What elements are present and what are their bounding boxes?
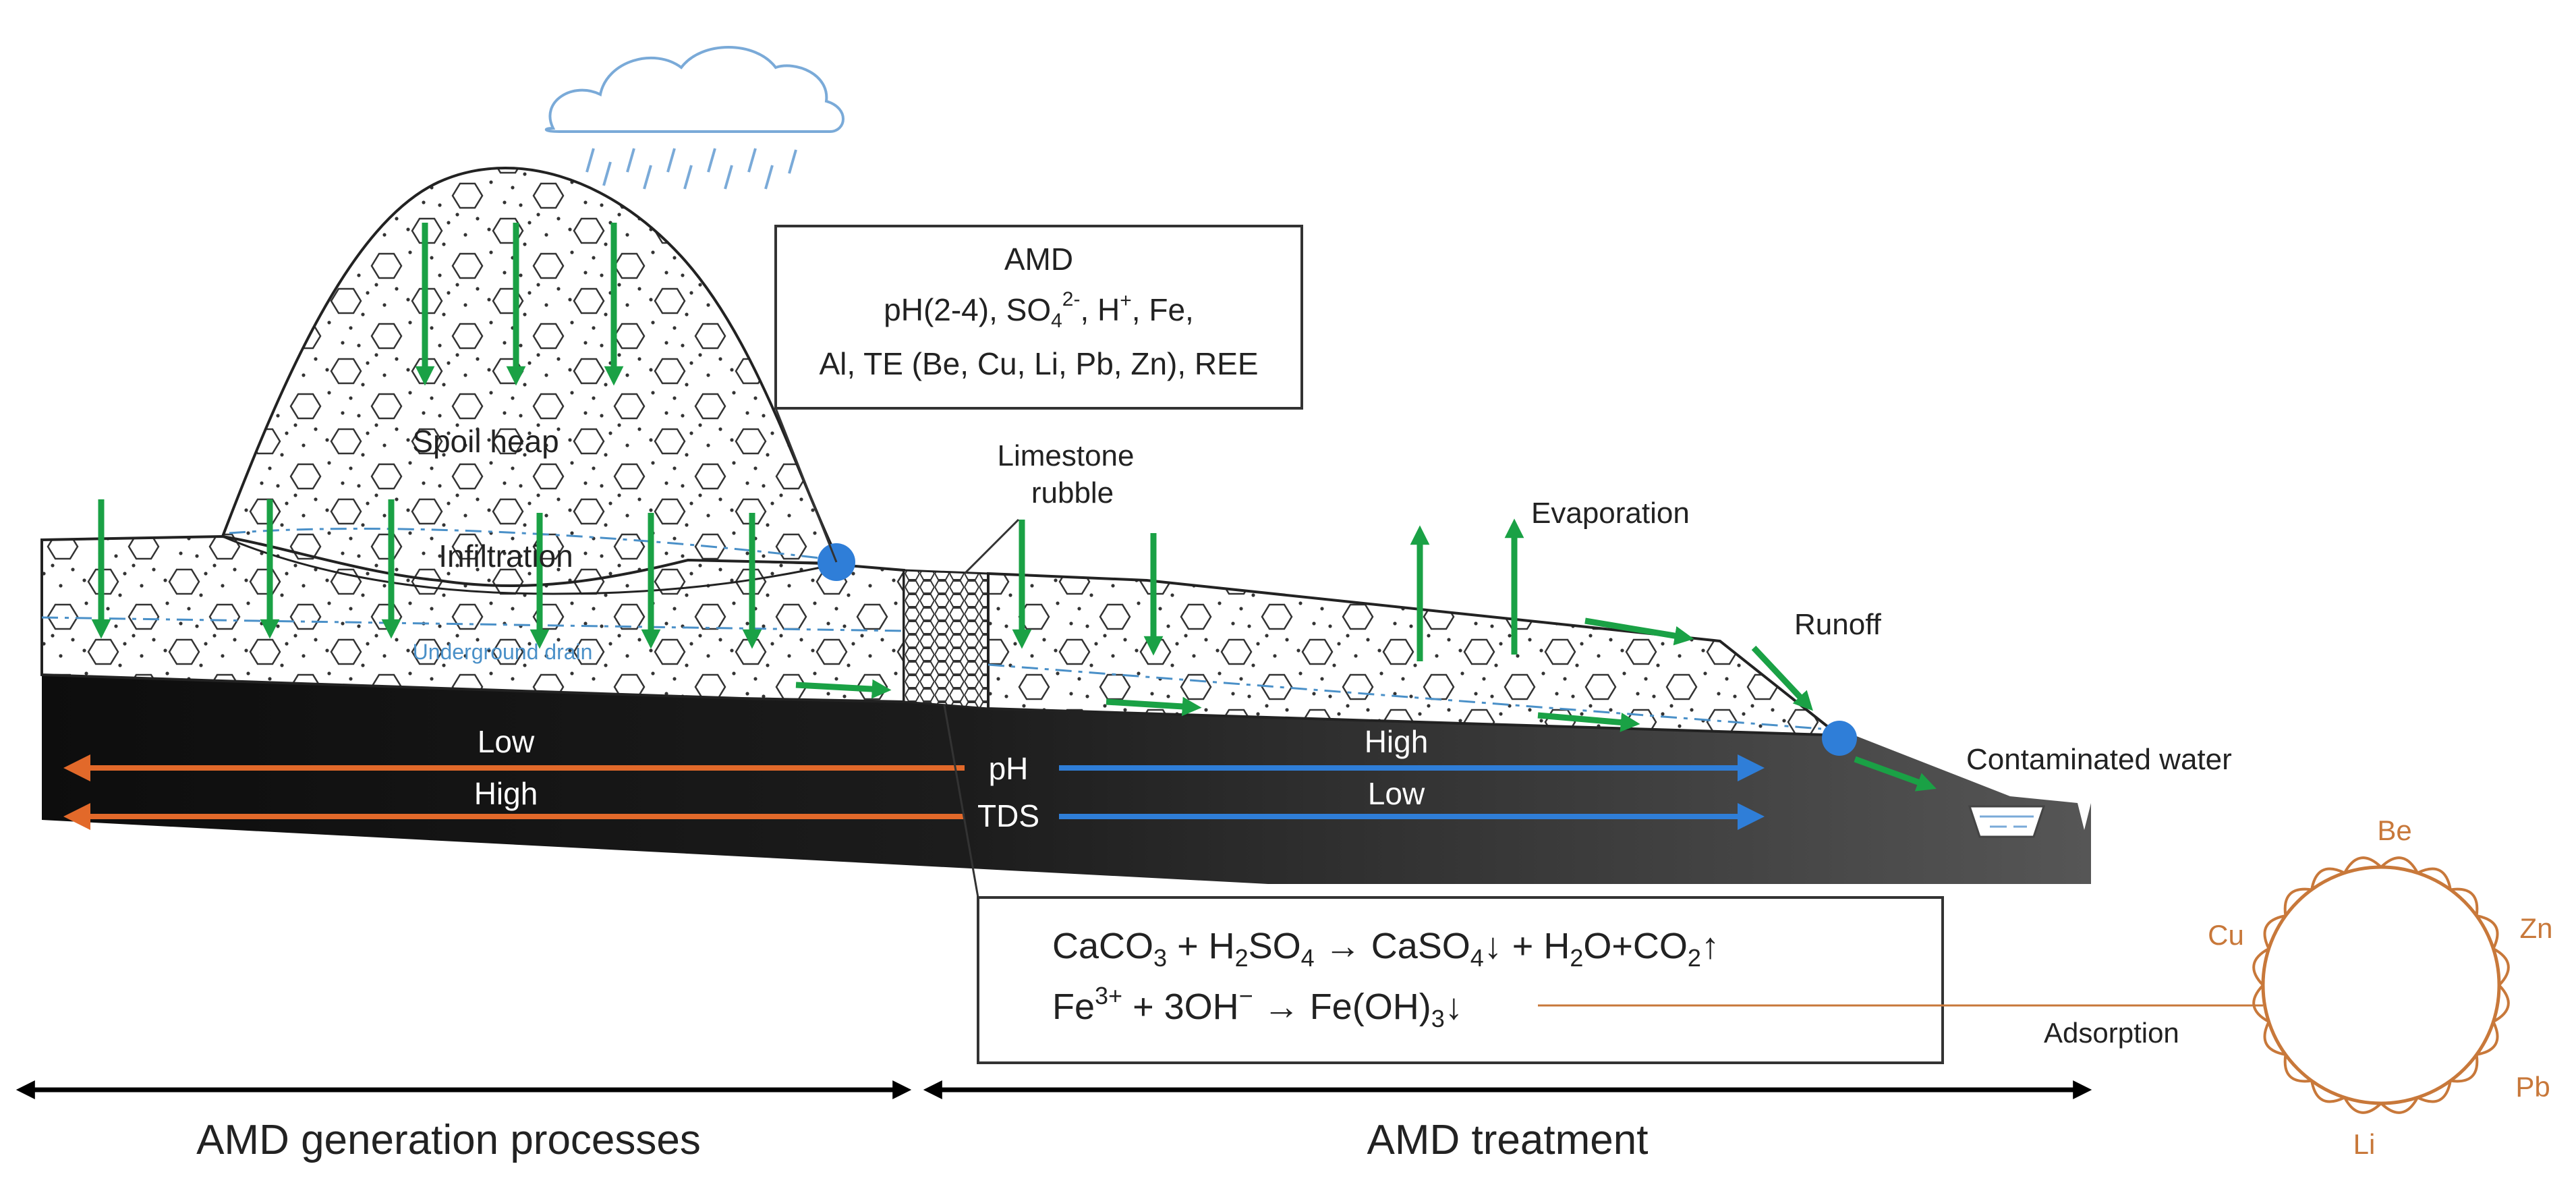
particle-scallop [2283, 887, 2312, 916]
limestone-leader-line [963, 518, 1020, 575]
lateral-flow-arrow [1537, 712, 1640, 732]
discharge-point-lower [1822, 721, 1857, 756]
runoff-arrow [1584, 617, 1694, 646]
underground-drain-label: Underground drain [413, 640, 593, 664]
lateral-flow-arrow [795, 679, 892, 699]
gradient-arrows-left [63, 754, 965, 830]
particle-scallop [2310, 867, 2345, 890]
amd-box: AMD pH(2-4), SO42-, H+, Fe, Al, TE (Be, … [774, 225, 1303, 563]
flow-arrows [91, 223, 1937, 792]
contaminated-water-pond [1968, 805, 2046, 838]
evaporation-label: Evaporation [1531, 497, 1690, 530]
metal-cu-label: Cu [2208, 919, 2244, 951]
particle-scallop [2380, 1097, 2419, 1114]
tds-label: TDS [977, 798, 1039, 833]
metal-li-label: Li [2353, 1128, 2376, 1160]
cloud-icon [544, 46, 845, 133]
high-label-right: High [1365, 724, 1429, 759]
reaction-calcite: CaCO3 + H2SO4 → CaSO4↓ + H2O+CO2↑ [1052, 926, 1719, 972]
infiltration-label: Infiltration [438, 538, 573, 574]
particle-scallop [2492, 984, 2510, 1023]
particle-scallop [2283, 1054, 2312, 1083]
particle-scallop [2252, 984, 2270, 1023]
particle-scallop [2450, 1054, 2479, 1083]
contaminated-water-label: Contaminated water [1966, 743, 2232, 776]
particle-scallop [2476, 914, 2499, 949]
particle-scallop [2492, 947, 2510, 987]
limestone-rubble [903, 569, 990, 710]
amd-composition-line3: Al, TE (Be, Cu, Li, Pb, Zn), REE [819, 346, 1258, 381]
runoff-arrow [1854, 756, 1937, 792]
particle-scallop [2476, 1021, 2499, 1056]
adsorption-particle-icon [2252, 856, 2510, 1114]
particle-scallop [2343, 1097, 2382, 1114]
particle-scallop [2417, 1080, 2452, 1103]
amd-title: AMD [1004, 242, 1073, 277]
lateral-flow-arrow [1106, 696, 1202, 717]
gradient-arrows-right [1059, 754, 1765, 830]
particle-scallop [2380, 856, 2419, 874]
amd-composition-line2: pH(2-4), SO42-, H+, Fe, [884, 288, 1194, 332]
runoff-label: Runoff [1794, 608, 1882, 641]
reaction-iron: Fe3+ + 3OH− → Fe(OH)3↓ [1052, 982, 1463, 1032]
low-label-left: Low [478, 724, 535, 759]
low-label-right: Low [1368, 776, 1425, 811]
particle-scallop [2343, 856, 2382, 874]
particle-scallop [2310, 1080, 2345, 1103]
particle-scallop [2417, 867, 2452, 890]
particle-scallop [2263, 914, 2286, 949]
ph-label: pH [989, 751, 1029, 786]
metal-zn-label: Zn [2519, 912, 2552, 944]
spoil-heap-label: Spoil heap [412, 424, 559, 459]
generation-section-label: AMD generation processes [196, 1117, 701, 1163]
runoff-arrow [1751, 645, 1813, 711]
treatment-section-label: AMD treatment [1367, 1117, 1649, 1163]
adsorption-label: Adsorption [2044, 1017, 2179, 1049]
infiltration-lens [222, 535, 840, 595]
particle-scallop [2252, 947, 2270, 987]
particle-scallop [2450, 887, 2479, 916]
metal-pb-label: Pb [2515, 1071, 2550, 1103]
particle-scallop [2263, 1021, 2286, 1056]
high-label-left: High [474, 776, 538, 811]
limestone-label-line1: Limestone [997, 439, 1134, 472]
reaction-box: CaCO3 + H2SO4 → CaSO4↓ + H2O+CO2↑ Fe3+ +… [943, 704, 1944, 1064]
limestone-label-line2: rubble [1031, 476, 1114, 509]
metal-be-label: Be [2377, 814, 2411, 846]
spoil-heap [221, 166, 842, 588]
rain-icon [585, 148, 797, 190]
